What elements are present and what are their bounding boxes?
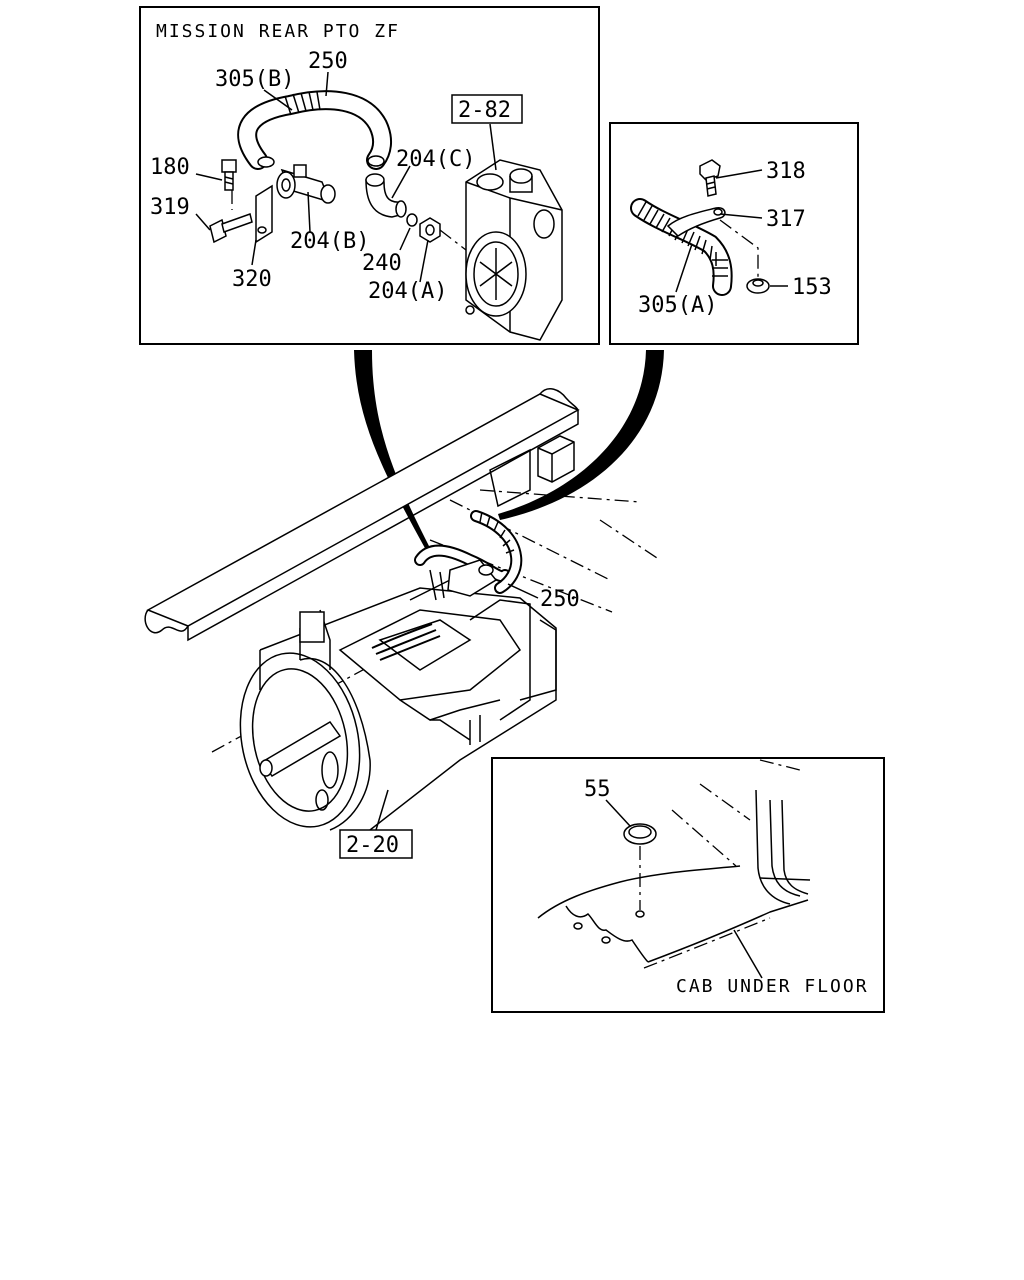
leader-lines-panel1 <box>195 71 497 283</box>
bracket-320 <box>255 184 273 244</box>
leader-cab-under-floor <box>733 929 763 979</box>
transmission[interactable] <box>225 569 557 838</box>
elbow-fitting-204c <box>365 173 407 218</box>
detail-pointer-right <box>498 350 664 520</box>
bolt-318 <box>699 159 721 197</box>
main-assembly-view: 250 2-20 <box>144 388 661 859</box>
nut-204a <box>419 217 441 243</box>
ref-label-2-82: 2-82 <box>458 98 511 123</box>
callout-250-top: 250 <box>308 49 348 74</box>
callout-318: 318 <box>766 159 806 184</box>
detail-panel-hose-clip: 318 317 153 305(A) <box>609 122 859 345</box>
ref-box-2-20[interactable]: 2-20 <box>339 829 413 859</box>
callout-319: 319 <box>150 195 190 220</box>
frame-rail <box>144 388 580 642</box>
tee-fitting-204b <box>276 164 336 204</box>
pto-hose-assembly <box>414 510 523 601</box>
cab-under-floor-caption: CAB UNDER FLOOR <box>676 976 869 997</box>
callout-317: 317 <box>766 207 806 232</box>
pto-housing <box>465 159 563 341</box>
detail-pointer-left <box>354 350 430 550</box>
leader-55 <box>605 799 631 827</box>
hose-250 <box>237 90 393 170</box>
callout-305a: 305(A) <box>638 293 717 318</box>
leader-2-20 <box>375 789 389 831</box>
nut-153 <box>746 278 770 294</box>
ref-label-2-20: 2-20 <box>346 833 399 858</box>
detail-panel-pto: MISSION REAR PTO ZF <box>139 6 600 345</box>
panel-title: MISSION REAR PTO ZF <box>156 21 400 42</box>
callout-240: 240 <box>362 251 402 276</box>
callout-204c: 204(C) <box>396 147 475 172</box>
bolt-319 <box>209 213 253 244</box>
ref-box-2-82[interactable]: 2-82 <box>451 94 523 124</box>
callout-180: 180 <box>150 155 190 180</box>
callout-204b: 204(B) <box>290 229 369 254</box>
callout-153: 153 <box>792 275 832 300</box>
leader-lines-panel2 <box>675 169 788 293</box>
callout-320: 320 <box>232 267 272 292</box>
callout-204a: 204(A) <box>368 279 447 304</box>
bolt-180 <box>221 159 237 191</box>
washer-240 <box>406 213 418 227</box>
clip-hole <box>713 208 723 216</box>
callout-55: 55 <box>584 777 611 802</box>
leader-250-main <box>507 583 539 599</box>
frame-bracket-box <box>489 435 575 508</box>
detail-panel-cab-floor: 55 CAB UNDER FLOOR <box>491 757 885 1013</box>
callout-305b: 305(B) <box>215 67 294 92</box>
callout-250-main: 250 <box>540 587 580 612</box>
grommet-55 <box>623 823 657 918</box>
cab-floor-drawing <box>537 759 811 969</box>
clip-317 <box>666 207 726 237</box>
